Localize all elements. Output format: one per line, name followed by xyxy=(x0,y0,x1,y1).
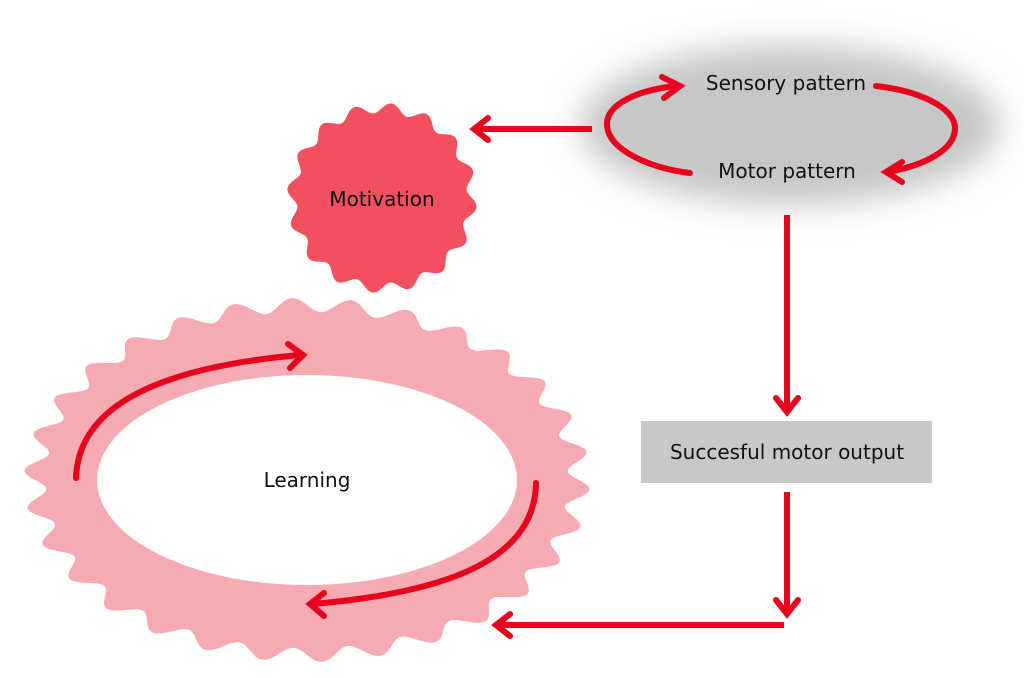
learning-cycle-arrow-bottom xyxy=(309,480,539,607)
arrow-pattern-to-output-head xyxy=(773,395,801,417)
motor-pattern-label: Motor pattern xyxy=(718,159,856,183)
pattern-cycle-arrowhead-right xyxy=(880,159,905,185)
sensory-pattern-label: Sensory pattern xyxy=(706,71,866,95)
learning-cycle-arrow-top xyxy=(73,352,303,481)
motivation-label: Motivation xyxy=(329,187,434,211)
learning-center xyxy=(97,375,517,585)
arrow-to-learning-head xyxy=(491,611,513,639)
successful-motor-output-label: Succesful motor output xyxy=(670,440,904,464)
learning-cycle-arrowhead-bottom xyxy=(305,590,327,619)
learning-cycle-arrowhead-top xyxy=(285,341,308,371)
pattern-cycle-arrow-left xyxy=(604,83,693,176)
arrow-pattern-to-motivation-head xyxy=(469,115,491,143)
learning-label: Learning xyxy=(264,468,351,492)
pattern-cycle-arrow-right xyxy=(873,83,959,175)
arrow-output-down-head xyxy=(773,597,801,619)
pattern-cycle-arrowhead-left xyxy=(659,74,686,101)
successful-motor-output-box xyxy=(641,421,932,483)
motivation-blob xyxy=(287,103,477,293)
